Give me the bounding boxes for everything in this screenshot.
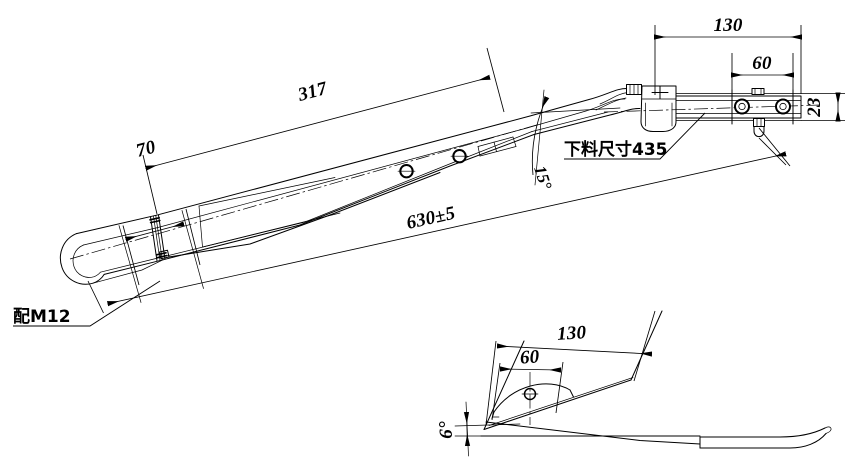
eye-collar — [149, 214, 170, 262]
blade-pivot-boss — [491, 372, 574, 425]
dimension-60-bottom-label: 60 — [519, 346, 540, 368]
blade-body — [480, 421, 832, 449]
dimension-317: 317 — [142, 47, 505, 215]
dimension-angle-6: 6° — [436, 401, 521, 457]
dimension-60-top-label: 60 — [752, 53, 772, 74]
main-assembly-view: 70 317 630±5 15° 130 — [13, 15, 845, 327]
dimension-630: 630±5 — [87, 137, 787, 314]
dimension-70: 70 — [122, 136, 201, 286]
bracket-hole-left — [734, 98, 750, 115]
bracket-hole-right — [775, 98, 791, 115]
arm-hole-1 — [397, 164, 416, 179]
note-blank-size-label: 下料尺寸435 — [564, 139, 668, 160]
dimension-130-top: 130 — [654, 15, 802, 95]
leader-bracket-stud — [758, 127, 791, 167]
note-thread-m12: 配M12 — [13, 280, 161, 327]
dimension-630-label: 630±5 — [405, 203, 458, 234]
note-thread-m12-label: 配M12 — [13, 307, 71, 327]
eye-end-loop — [59, 214, 164, 285]
pivot-knuckle-block — [640, 85, 677, 132]
dimension-angle-6-label: 6° — [436, 421, 457, 439]
dimension-130-top-label: 130 — [713, 15, 742, 36]
dimension-23-label: 23 — [804, 97, 825, 117]
dimension-70-label: 70 — [134, 136, 158, 161]
dimension-130-bottom-label: 130 — [556, 322, 587, 345]
bend-end-ferrule — [626, 84, 642, 95]
dimension-130-bottom: 130 — [485, 310, 656, 426]
dimension-23: 23 — [801, 92, 845, 122]
dimension-317-label: 317 — [295, 78, 331, 106]
bracket-stud — [753, 118, 765, 138]
main-arm-body — [69, 115, 541, 261]
arm-bend-transition — [526, 87, 641, 135]
detail-blade-view: 130 60 6° — [436, 310, 832, 457]
dimension-60-bottom: 60 — [491, 346, 564, 421]
note-blank-size: 下料尺寸435 — [564, 112, 706, 160]
dimension-60-top: 60 — [731, 53, 794, 92]
dimension-angle-15-label: 15° — [530, 163, 555, 192]
